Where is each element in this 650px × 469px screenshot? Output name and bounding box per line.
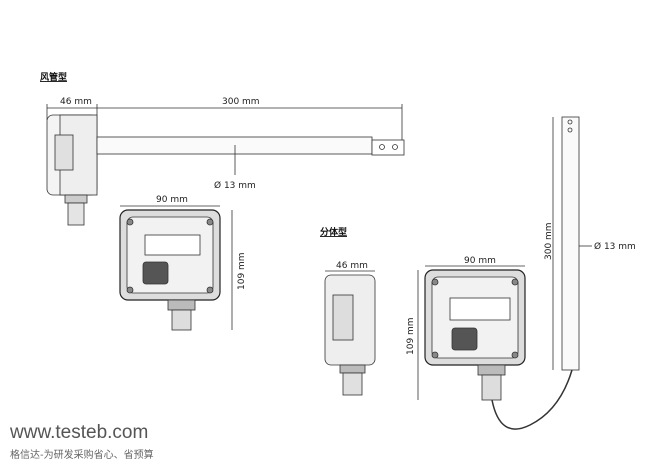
watermark-slogan: 格信达-为研发采购省心、省预算 [10, 450, 154, 461]
dim-duct-depth: 46 mm [60, 97, 92, 107]
dim-duct-probe-length: 300 mm [222, 97, 260, 107]
watermark-url: www.testeb.com [10, 422, 149, 443]
dim-duct-width: 90 mm [156, 195, 188, 205]
title-split: 分体型 [320, 226, 347, 238]
dim-split-probe-diameter: Ø 13 mm [594, 241, 636, 252]
dim-split-height: 109 mm [406, 317, 416, 355]
split-sensor-front: 90 mm 109 mm [406, 256, 573, 430]
split-sensor-side: 46 mm [324, 261, 376, 396]
dim-split-probe-length: 300 mm [544, 222, 554, 260]
duct-sensor-front: 90 mm 109 mm [119, 195, 247, 331]
dim-duct-height: 109 mm [237, 252, 247, 290]
dim-split-width: 90 mm [464, 256, 496, 266]
remote-probe: 300 mm Ø 13 mm [544, 116, 636, 371]
duct-sensor-side: 46 mm 300 mm Ø 13 mm [46, 97, 405, 226]
title-duct: 风管型 [40, 71, 67, 83]
dim-duct-probe-diameter: Ø 13 mm [214, 180, 256, 191]
dim-split-depth: 46 mm [336, 261, 368, 271]
